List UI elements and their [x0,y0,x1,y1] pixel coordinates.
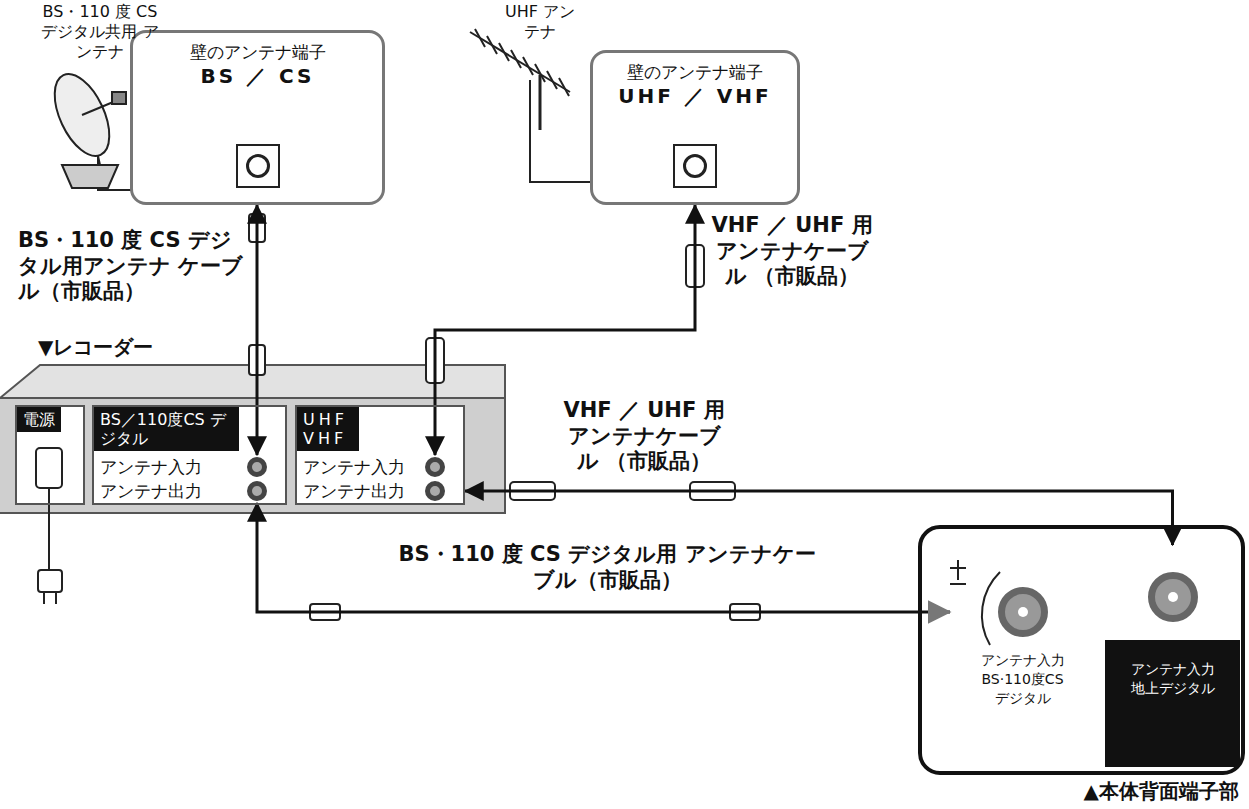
antenna-label: UHF アンテナ [498,2,582,42]
panel-title: UHF VHF [303,410,353,448]
cable-label: VHF ／ UHF 用 アンテナケーブル （市販品） [556,398,732,475]
panel-title: BS／110度CS デジタル [100,410,233,448]
input-name: アンテナ入力 BS·110度CS デジタル [973,651,1073,708]
box-heading: 壁のアンテナ端子 [599,61,791,83]
port-socket [247,481,267,501]
uhf-antenna [470,29,591,182]
antenna-cable [256,205,259,455]
antenna-port: アンテナ入力 [295,455,465,479]
port-name: アンテナ出力 [303,481,405,501]
terminal-panel: 電源 [15,405,85,505]
port-socket [425,481,445,501]
antenna-cable [465,491,1173,545]
antenna-port: アンテナ出力 [295,479,465,503]
wall-terminal-box: 壁のアンテナ端子UHF ／ VHF [590,50,800,205]
socket-area [1105,545,1240,640]
input-socket [1148,572,1198,622]
wall-terminal-box: 壁のアンテナ端子BS ／ CS [130,30,385,205]
terminal-name: BS ／ CS [139,63,376,89]
power-plug [36,448,62,604]
port-socket [247,457,267,477]
port-socket [425,457,445,477]
panel-header: UHF VHF [297,407,359,451]
antenna-socket [673,144,717,188]
device-name: ▼レコーダー [0,333,505,361]
panel-title: 電源 [23,410,55,429]
tv-antenna-input: アンテナ入力 地上デジタル [1105,545,1240,767]
port-name: アンテナ出力 [100,481,202,501]
panel-header: 電源 [17,407,61,432]
antenna-socket [236,144,280,188]
terminal-name: UHF ／ VHF [599,83,791,109]
terminal-panel: BS／110度CS デジタルアンテナ入力アンテナ出力 [92,405,287,505]
port-name: アンテナ入力 [100,457,202,477]
antenna-port: アンテナ出力 [92,479,287,503]
panel-header: BS／110度CS デジタル [94,407,239,451]
cable-label: VHF ／ UHF 用 アンテナケーブル （市販品） [706,213,878,290]
antenna-cable [257,503,950,612]
antenna-label: BS・110 度 CS デジタル共用 アンテナ [0,2,200,62]
box-heading: 壁のアンテナ端子 [139,41,376,63]
cable-label: BS・110 度 CS デジタル用アンテナ ケーブル（市販品） [16,228,248,305]
port-name: アンテナ入力 [303,457,405,477]
antenna-port: アンテナ入力 [92,455,287,479]
tv-antenna-input: アンテナ入力 BS·110度CS デジタル [950,560,1095,710]
tv-rear-panel: ▲本体背面端子部 アンテナ入力 BS·110度CS デジタルアンテナ入力 地上デジ… [918,525,1245,807]
input-name: アンテナ入力 地上デジタル [1123,660,1223,767]
recorder: ▼レコーダー電源BS／110度CS デジタルアンテナ入力アンテナ出力UHF VH… [0,333,505,513]
panel-caption: ▲本体背面端子部 [1084,779,1239,803]
satellite-dish [43,66,131,190]
input-socket [998,587,1048,637]
input-label-band: アンテナ入力 地上デジタル [1105,640,1240,767]
tv-terminal-mark [950,560,1000,645]
cable-label: BS・110 度 CS デジタル用 アンテナケーブル（市販品） [392,542,822,593]
terminal-panel: UHF VHF アンテナ入力アンテナ出力 [295,405,465,505]
recorder-body [0,365,505,513]
